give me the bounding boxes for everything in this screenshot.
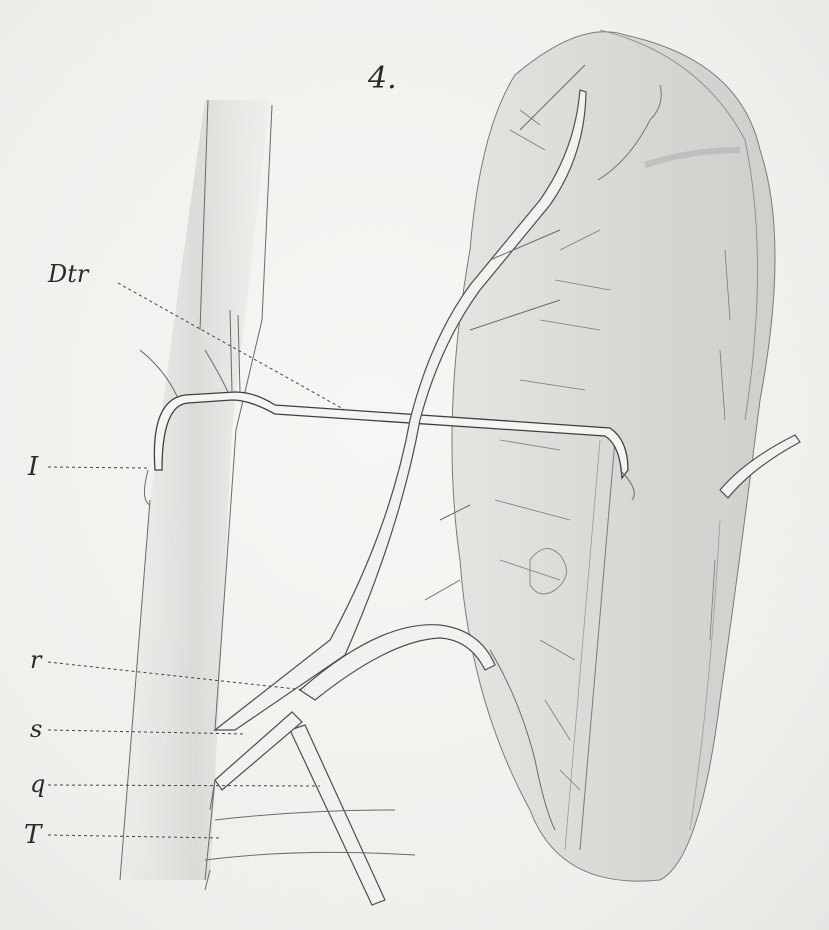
label-r: r	[30, 646, 43, 674]
label-I: I	[27, 452, 39, 482]
label-Dtr: Dtr	[47, 260, 90, 288]
label-s: s	[30, 715, 42, 743]
label-q: q	[30, 770, 45, 798]
figure-number: 4.	[367, 61, 397, 96]
label-group-I: I	[27, 452, 148, 482]
label-T: T	[24, 820, 43, 850]
lower-bands	[205, 780, 415, 890]
organ-outline	[452, 30, 775, 881]
